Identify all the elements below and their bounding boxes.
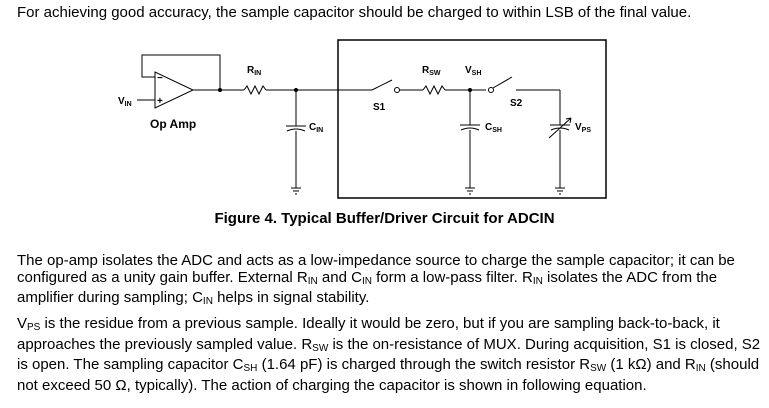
adc-boundary-box (337, 39, 607, 199)
rin-resistor (243, 84, 267, 96)
cin-capacitor (286, 125, 306, 132)
feedback-wire (141, 54, 221, 90)
vsh-label: VSH (465, 65, 481, 77)
vin-label: VIN (118, 96, 132, 108)
s1-switch (371, 79, 393, 91)
ground-symbol (465, 187, 475, 195)
csh-capacitor (460, 124, 480, 131)
s2-switch (492, 76, 513, 89)
plus-label: + (157, 96, 163, 107)
cin-label: CIN (309, 122, 323, 134)
junction-dot (294, 88, 298, 92)
ground-symbol (291, 187, 301, 195)
vps-label: VPS (575, 122, 591, 134)
figure-caption: Figure 4. Typical Buffer/Driver Circuit … (214, 210, 555, 227)
intro-text: For achieving good accuracy, the sample … (17, 4, 692, 21)
op-amp-symbol (154, 71, 195, 109)
minus-label: − (157, 73, 163, 84)
buffer-driver-circuit-diagram: − + VIN Op Amp RIN CIN RSW VSH S1 S2 CSH… (118, 39, 607, 199)
paragraph-opamp-description: The op-amp isolates the ADC and acts as … (17, 252, 735, 307)
vps-source (548, 117, 572, 139)
ground-symbol (555, 187, 565, 195)
junction-dot (468, 88, 472, 92)
paragraph-vps-description: VPS is the residue from a previous sampl… (17, 315, 761, 394)
rin-label: RIN (247, 65, 261, 77)
op-amp-label: Op Amp (150, 117, 196, 131)
rsw-resistor (422, 84, 446, 96)
rsw-label: RSW (422, 65, 441, 77)
s2-label: S2 (510, 98, 523, 109)
csh-label: CSH (485, 122, 502, 134)
junction-dot (218, 88, 222, 92)
s1-label: S1 (373, 102, 386, 113)
